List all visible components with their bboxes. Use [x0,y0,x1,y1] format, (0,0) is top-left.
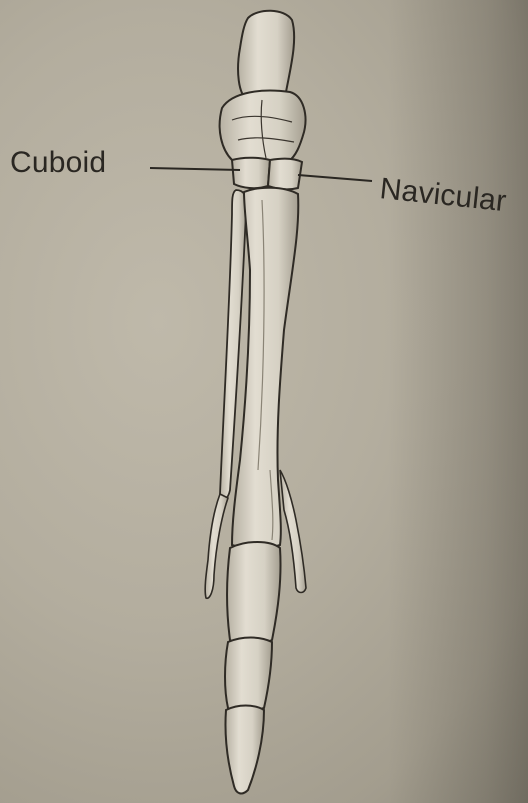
cuboid-label: Cuboid [10,146,106,180]
navicular-bone [268,159,302,190]
cuboid-leader-line [150,168,240,170]
proximal-phalanx [227,542,281,645]
distal-phalanx [225,706,264,794]
medial-splint-bone [280,470,306,593]
lateral-splint-tip [205,494,228,598]
navicular-leader-line [298,175,372,181]
calcaneus-bone [238,11,294,102]
cuboid-bone [232,158,270,188]
tarsal-bones [220,91,306,167]
middle-phalanx [225,638,272,712]
